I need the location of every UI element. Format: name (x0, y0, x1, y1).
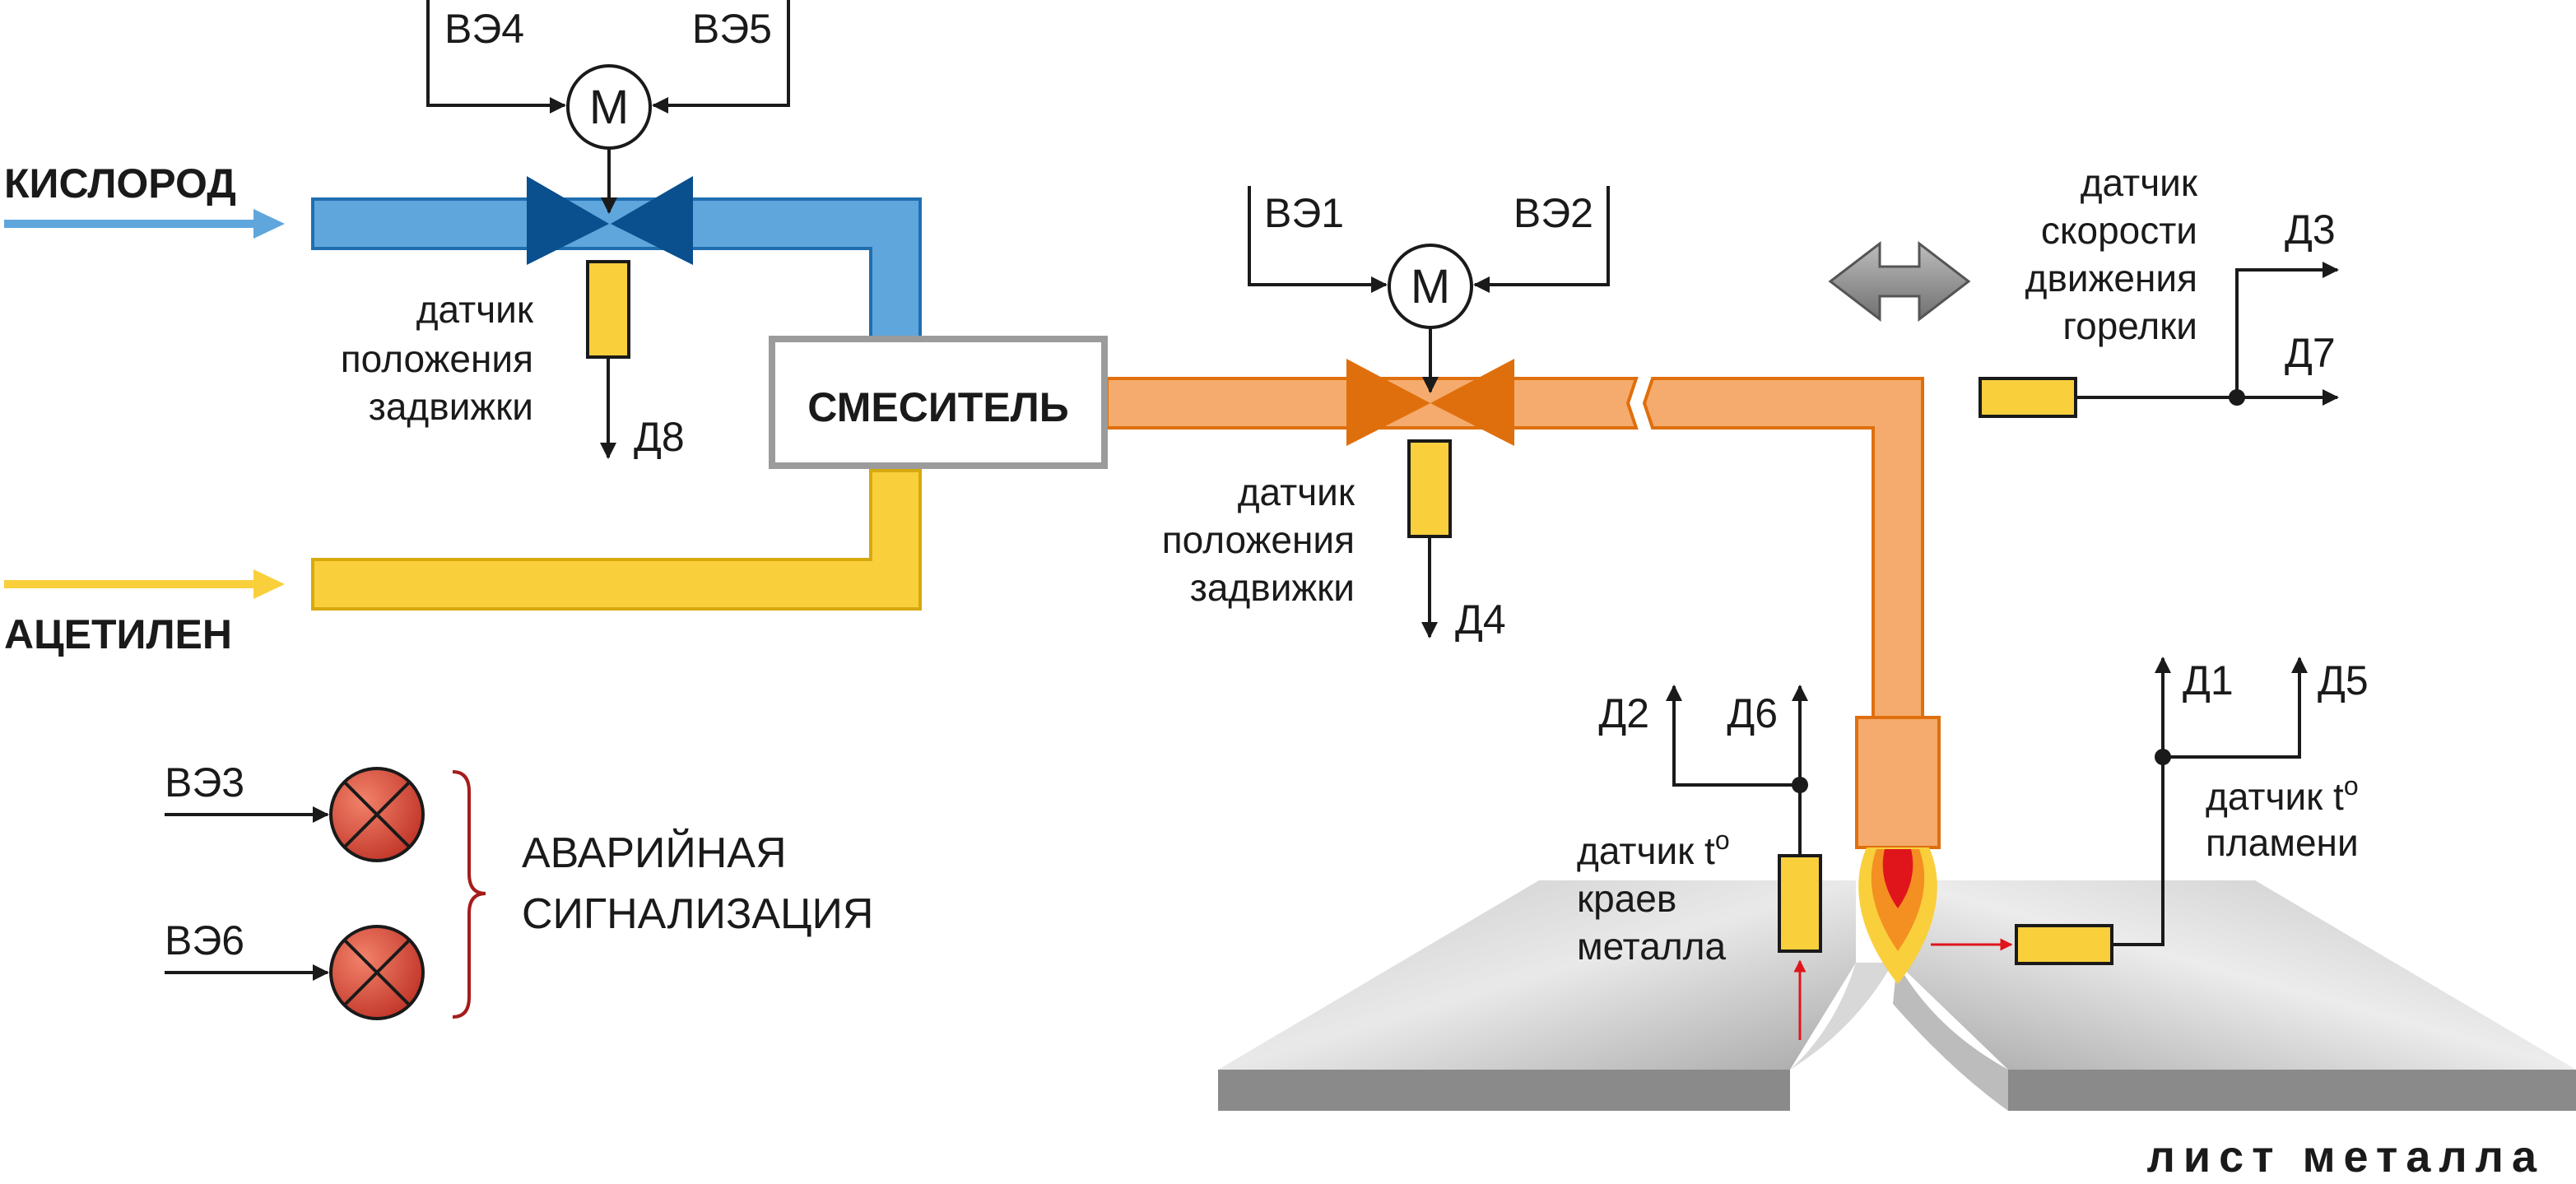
svg-text:датчик: датчик (1238, 471, 1355, 513)
mixture-valve-motor[interactable]: М (1388, 244, 1473, 329)
svg-text:движения: движения (2025, 257, 2197, 299)
metal-edge-temperature-sensor (1778, 854, 1822, 953)
metal-sheet-label: лист металла (2147, 1132, 2545, 1182)
d4-label: Д4 (1455, 597, 1506, 643)
d1-label: Д1 (2183, 657, 2234, 703)
oxygen-valve-sensor-caption: датчик положения задвижки (341, 288, 534, 428)
signal-ve1-label: ВЭ1 (1264, 190, 1344, 236)
signal-ve4-label: ВЭ4 (444, 6, 524, 52)
alarm-caption: АВАРИЙНАЯ СИГНАЛИЗАЦИЯ (522, 829, 873, 938)
oxygen-motor-symbol: М (589, 81, 629, 134)
d7-label: Д7 (2285, 330, 2336, 376)
alarm-brace (452, 770, 486, 1019)
signal-ve2-line (1473, 186, 1610, 293)
flame-sensor-caption: датчик to пламени (2206, 771, 2359, 864)
svg-text:краев: краев (1577, 877, 1676, 920)
signal-ve3-label: ВЭ3 (165, 759, 244, 806)
oxygen-label: КИСЛОРОД (4, 160, 236, 207)
mixture-valve-sensor-caption: датчик положения задвижки (1162, 471, 1355, 609)
svg-text:пламени: пламени (2206, 821, 2359, 864)
oxygen-input-arrow (4, 209, 285, 239)
d6-label: Д6 (1727, 690, 1778, 736)
svg-text:датчик: датчик (2081, 161, 2198, 204)
mixer-box (769, 336, 1108, 469)
svg-text:положения: положения (341, 337, 533, 380)
svg-text:АВАРИЙНАЯ: АВАРИЙНАЯ (522, 829, 787, 877)
svg-text:датчик to: датчик to (1577, 825, 1730, 872)
alarm-lamp-2 (329, 925, 425, 1020)
svg-text:скорости: скорости (2041, 209, 2197, 252)
d8-label: Д8 (634, 414, 685, 460)
bidirectional-movement-arrow (1828, 240, 1971, 323)
d5-output-line (2163, 657, 2308, 759)
flame-temperature-sensor (2015, 924, 2113, 965)
speed-sensor-caption: датчик скорости движения горелки (2025, 161, 2198, 347)
d5-label: Д5 (2318, 657, 2369, 703)
svg-text:датчик to: датчик to (2206, 771, 2359, 818)
svg-text:горелки: горелки (2062, 304, 2197, 347)
mixture-valve[interactable] (1346, 359, 1514, 446)
svg-text:задвижки: задвижки (1190, 566, 1355, 609)
signal-ve6-label: ВЭ6 (165, 917, 244, 963)
signal-ve1-line (1248, 186, 1388, 293)
d2-label: Д2 (1598, 690, 1649, 736)
svg-text:задвижки: задвижки (369, 385, 533, 428)
oxygen-valve-position-sensor (586, 260, 630, 359)
edge-sensor-caption: датчик to краев металла (1577, 825, 1730, 968)
signal-ve4-line (426, 0, 566, 114)
acetylene-input-arrow (4, 569, 285, 599)
flame-sensor-wire (2112, 757, 2164, 946)
mixture-motor-symbol: М (1411, 260, 1450, 313)
d2-output-line (1666, 685, 1800, 787)
svg-text:СИГНАЛИЗАЦИЯ: СИГНАЛИЗАЦИЯ (522, 890, 873, 938)
signal-ve5-label: ВЭ5 (692, 6, 772, 52)
acetylene-pipe (311, 469, 922, 611)
torch-nozzle (1855, 716, 1941, 849)
d3-label: Д3 (2285, 207, 2336, 253)
svg-text:датчик: датчик (416, 288, 534, 331)
mixture-pipe-right (1642, 377, 1924, 726)
alarm-lamp-1 (329, 767, 425, 862)
svg-text:металла: металла (1577, 925, 1726, 968)
mixer-label: СМЕСИТЕЛЬ (807, 384, 1068, 430)
oxygen-valve-motor[interactable]: М (566, 64, 652, 150)
flame (1858, 847, 1937, 984)
d3-output-line (2235, 262, 2339, 397)
signal-ve5-line (652, 0, 790, 114)
mixture-valve-position-sensor (1407, 439, 1452, 538)
svg-text:положения: положения (1162, 518, 1355, 561)
torch-speed-sensor (1978, 377, 2077, 418)
oxygen-valve[interactable] (527, 176, 693, 265)
acetylene-label: АЦЕТИЛЕН (4, 611, 232, 657)
signal-ve2-label: ВЭ2 (1514, 190, 1593, 236)
